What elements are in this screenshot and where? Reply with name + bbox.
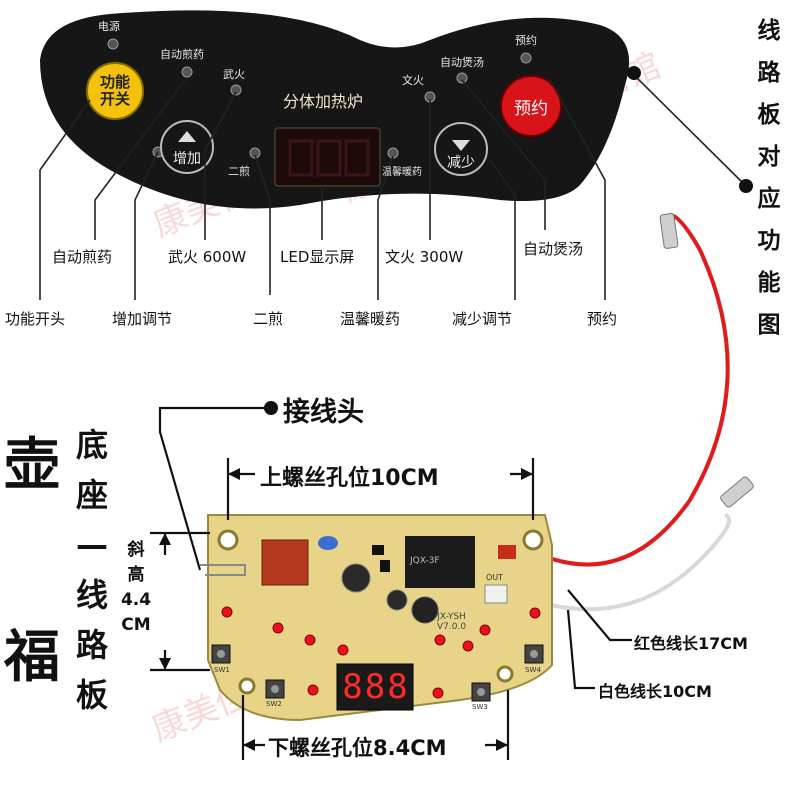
decrease-button[interactable]: 减少 — [435, 149, 487, 175]
auto-decoct-indicator-label: 自动煎药 — [160, 48, 204, 61]
auto-soup-indicator-label: 自动煲汤 — [440, 56, 484, 69]
power-button-label-2: 开关 — [99, 90, 130, 108]
callout-second-decoct: 二煎 — [253, 310, 284, 328]
side-title-char: 路 — [757, 60, 781, 86]
brand-char-2: 福 — [4, 625, 60, 690]
power-button[interactable]: 功能 开关 — [87, 63, 143, 119]
callout-warm: 温馨暖药 — [340, 310, 401, 328]
preset-button[interactable]: 预约 — [501, 76, 561, 136]
subtitle-char: 底 — [75, 426, 108, 464]
side-title-char: 对 — [757, 144, 781, 170]
callout-mild-fire: 文火 300W — [385, 248, 464, 266]
callout-strong-fire: 武火 600W — [168, 248, 247, 266]
bottom-screw-label: 下螺丝孔位8.4CM — [268, 736, 447, 760]
callout-preset: 预约 — [587, 310, 618, 328]
sw-label: SW2 — [266, 700, 282, 708]
connector-label: 接线头 — [283, 397, 364, 428]
top-screw-label: 上螺丝孔位10CM — [260, 466, 439, 491]
diagonal-height-char: CM — [121, 615, 151, 635]
diagonal-height-label: 斜 高 4.4 CM — [116, 538, 156, 638]
preset-button-label: 预约 — [514, 98, 548, 119]
callout-auto-soup: 自动煲汤 — [523, 240, 584, 258]
second-decoct-indicator-label: 二煎 — [228, 165, 250, 178]
subtitle-vertical: 底 座 — 线 路 板 — [72, 420, 112, 720]
side-title-char: 图 — [757, 312, 781, 338]
increase-button-label: 增加 — [173, 151, 201, 167]
callout-power-switch: 功能开头 — [5, 310, 66, 328]
out-label: OUT — [486, 573, 504, 582]
diagonal-height-char: 高 — [127, 565, 145, 585]
side-title: 线 路 板 对 应 功 能 图 — [752, 10, 786, 346]
callout-increase: 增加调节 — [112, 310, 173, 328]
side-title-char: 应 — [757, 186, 781, 212]
sw-label: SW4 — [525, 666, 541, 674]
white-wire-length-label: 白色线长10CM — [598, 682, 712, 701]
diagonal-height-char: 斜 — [127, 540, 145, 560]
sw-label: SW1 — [214, 666, 230, 674]
pcb-model: JX-YSH — [437, 612, 466, 622]
side-title-char: 板 — [757, 102, 781, 128]
panel-title: 分体加热炉 — [283, 92, 364, 111]
subtitle-char: 板 — [75, 676, 108, 714]
subtitle-char: — — [76, 526, 108, 564]
power-button-label-1: 功能 — [99, 73, 130, 91]
increase-button[interactable]: 增加 — [161, 145, 213, 171]
mild-fire-indicator-label: 文火 — [402, 74, 424, 87]
relay-label: JQX-3F — [410, 556, 440, 566]
pcb-model-label: JX-YSH V7.0.0 — [437, 612, 466, 632]
pcb-version: V7.0.0 — [437, 622, 467, 632]
subtitle-char: 线 — [75, 576, 108, 614]
sw-label: SW3 — [472, 703, 488, 711]
callout-led-display: LED显示屏 — [280, 248, 355, 266]
subtitle-char: 座 — [75, 476, 108, 514]
red-wire-length-label: 红色线长17CM — [634, 634, 748, 653]
callout-decrease: 减少调节 — [452, 310, 513, 328]
subtitle-char: 路 — [75, 626, 108, 664]
pcb-led-display: 888 — [342, 667, 410, 707]
brand-char-1: 壶 — [4, 433, 60, 498]
callout-auto-decoct: 自动煎药 — [52, 248, 113, 266]
decrease-button-label: 减少 — [447, 155, 475, 171]
side-title-char: 能 — [757, 270, 781, 296]
preset-indicator-label: 预约 — [515, 34, 537, 47]
side-title-char: 功 — [757, 228, 781, 254]
warm-indicator-label: 温馨暖药 — [382, 167, 422, 178]
led-display-window — [275, 128, 380, 186]
side-title-char: 线 — [757, 18, 781, 44]
strong-fire-indicator-label: 武火 — [223, 68, 245, 81]
power-indicator-label: 电源 — [98, 20, 120, 33]
diagonal-height-char: 4.4 — [120, 590, 152, 610]
